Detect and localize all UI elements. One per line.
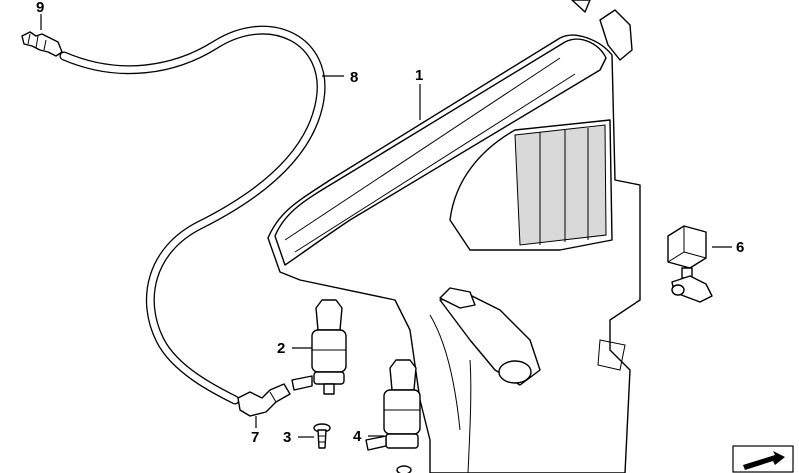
- callout-9: 9: [36, 0, 44, 16]
- callout-7: 7: [251, 429, 259, 446]
- callout-1: 1: [415, 67, 423, 84]
- callout-4: 4: [353, 428, 362, 445]
- callout-3: 3: [283, 429, 291, 446]
- level-sensor[interactable]: [667, 225, 713, 303]
- callout-8: 8: [350, 69, 358, 86]
- screw[interactable]: [313, 423, 331, 449]
- washer-reservoir[interactable]: [267, 0, 641, 473]
- callout-2: 2: [277, 340, 285, 357]
- arrow-logo-icon: [732, 445, 794, 473]
- washer-pump-upper[interactable]: [291, 299, 347, 395]
- hose-connector[interactable]: [21, 31, 63, 57]
- callout-6: 6: [736, 239, 744, 256]
- washer-hose[interactable]: [59, 25, 326, 405]
- washer-pump-lower[interactable]: [365, 359, 421, 473]
- elbow-connector[interactable]: [237, 383, 291, 417]
